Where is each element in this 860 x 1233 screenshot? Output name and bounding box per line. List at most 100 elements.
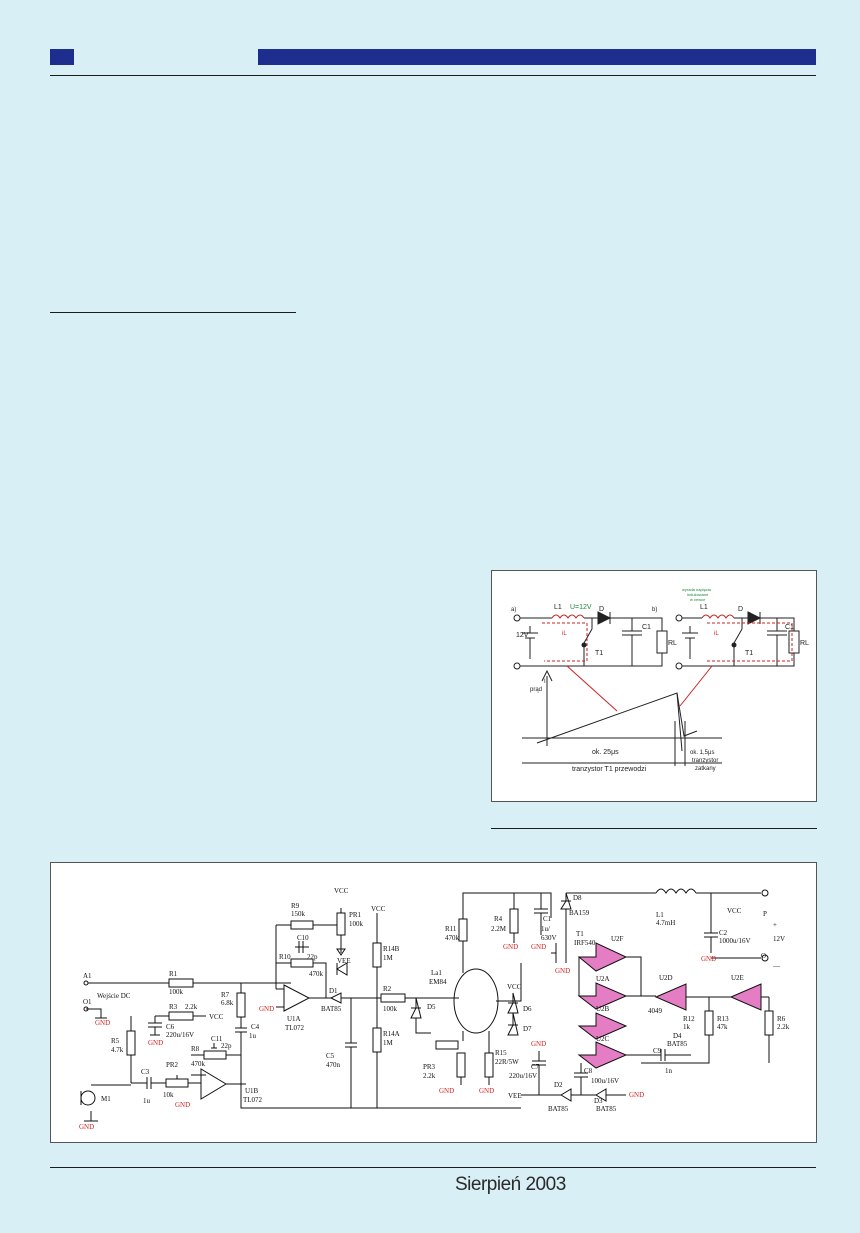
lbl-plus: + [773, 921, 777, 929]
lbl-minus: — [772, 962, 781, 970]
lbl-vcc-3: VCC [371, 905, 386, 913]
lbl-c5-val: 470n [326, 1061, 341, 1069]
lbl-r14a: R14A [383, 1030, 400, 1038]
lbl-d8-val: BA159 [569, 909, 590, 917]
lbl-r1: R1 [169, 970, 178, 978]
lbl-c3-val: 1u [143, 1097, 151, 1105]
fig1-panel-a: a) [511, 607, 516, 613]
lbl-r6: R6 [777, 1015, 786, 1023]
lbl-pr3: PR3 [423, 1063, 436, 1071]
lbl-la1-type: EM84 [429, 978, 447, 986]
lbl-r3: R3 [169, 1003, 178, 1011]
lbl-vee-1: VEE [337, 957, 351, 965]
lbl-c1-val1: 1u/ [541, 925, 550, 933]
lbl-c6-val: 220u/16V [166, 1031, 194, 1039]
fig1-current-b: iL [714, 631, 719, 637]
lbl-o1: O1 [83, 998, 92, 1006]
lbl-vee-2: VEE [508, 1092, 522, 1100]
lbl-gnd-2: GND [148, 1039, 163, 1047]
lbl-la1: La1 [431, 969, 442, 977]
lbl-c9: C9 [653, 1047, 662, 1055]
lbl-m1: M1 [101, 1095, 111, 1103]
lbl-r9: R9 [291, 902, 300, 910]
fig1-current: iL [562, 631, 567, 637]
lbl-gnd-11: GND [701, 955, 716, 963]
lbl-u1b: U1B [245, 1087, 259, 1095]
header-bar-right [258, 49, 816, 65]
lbl-u2a: U2A [596, 975, 610, 983]
lbl-12v: 12V [773, 935, 785, 943]
figure-schematic: A1 O1 Wejście DC R1 100k R3 2.2k VCC R5 … [50, 862, 817, 1143]
lbl-r14b: R14B [383, 945, 400, 953]
lbl-l1-val: 4.7mH [656, 919, 675, 927]
lbl-gnd-10: GND [555, 967, 570, 975]
lbl-r2-val: 100k [383, 1005, 398, 1013]
lbl-c7-val: 220u/16V [509, 1072, 537, 1080]
lbl-vcc-4: VCC [507, 983, 522, 991]
lbl-r5-val: 4.7k [111, 1046, 124, 1054]
lbl-d3-val: BAT85 [596, 1105, 617, 1113]
lbl-wejscie: Wejście DC [97, 992, 131, 1000]
lbl-c5: C5 [326, 1052, 335, 1060]
lbl-d6: D6 [523, 1005, 532, 1013]
fig1-time-on: ok. 25μs [592, 749, 619, 756]
lbl-c8: C8 [584, 1067, 593, 1075]
lbl-c1: C1 [543, 915, 552, 923]
lbl-c4: C4 [251, 1023, 260, 1031]
fig1-induced-1: wyrada napięcia [682, 587, 712, 592]
fig1-source: 12V [516, 632, 529, 639]
lbl-l1: L1 [656, 911, 664, 919]
lbl-c10: C10 [297, 934, 309, 942]
lbl-gnd-1: GND [95, 1019, 110, 1027]
lbl-d8: D8 [573, 894, 582, 902]
fig1-l1-label-b: L1 [700, 604, 708, 611]
lbl-r13-val: 47k [717, 1023, 728, 1031]
lbl-u1a: U1A [287, 1015, 301, 1023]
lbl-pr1: PR1 [349, 911, 362, 919]
lbl-r8: R8 [191, 1045, 200, 1053]
lbl-gnd-5: GND [259, 1005, 274, 1013]
lbl-r9-val: 150k [291, 910, 306, 918]
lbl-c2: C2 [719, 929, 728, 937]
lbl-pr3-val: 2.2k [423, 1072, 436, 1080]
lbl-u2c: U2C [596, 1035, 610, 1043]
lbl-gnd-13: GND [629, 1091, 644, 1099]
lbl-c11-val: 22p [221, 1042, 232, 1050]
fig1-state-off-1: tranzystor [692, 758, 718, 764]
lbl-r11: R11 [445, 925, 457, 933]
fig1-diode-b: D [738, 606, 743, 613]
lbl-u2d: U2D [659, 974, 673, 982]
lbl-gnd-12: GND [531, 1040, 546, 1048]
lbl-r4: R4 [494, 915, 503, 923]
lbl-r13: R13 [717, 1015, 729, 1023]
lbl-r2: R2 [383, 985, 392, 993]
fig1-load-b: RL [800, 640, 809, 647]
lbl-r10-val: 470k [309, 970, 324, 978]
lbl-r8-val: 470k [191, 1060, 206, 1068]
figure-boost-principle: a) b) L1 U=12V L1 wyrada napięcia induko… [491, 570, 817, 802]
lbl-t1-type: IRF540 [574, 939, 596, 947]
lbl-u1b-type: TL072 [243, 1096, 263, 1104]
fig1-cap: C1 [642, 624, 651, 631]
lbl-c1-val2: 630V [541, 934, 557, 942]
lbl-r12-val: 1k [683, 1023, 691, 1031]
lbl-c11: C11 [211, 1035, 223, 1043]
fig1-load: RL [668, 640, 677, 647]
top-rule [50, 75, 816, 76]
lbl-vcc-1: VCC [209, 1013, 224, 1021]
fig1-state-off-2: zatkany [695, 766, 716, 772]
lbl-r11-val: 470k [445, 934, 460, 942]
lbl-r5: R5 [111, 1037, 120, 1045]
lbl-t1: T1 [576, 930, 584, 938]
lbl-d7: D7 [523, 1025, 532, 1033]
lbl-gnd-9: GND [531, 943, 546, 951]
section-rule [50, 312, 296, 313]
lbl-r6-val: 2.2k [777, 1023, 790, 1031]
lbl-4049: 4049 [648, 1007, 663, 1015]
lbl-r15-val: 22R/5W [495, 1058, 519, 1066]
lbl-u2b: U2B [596, 1005, 610, 1013]
lbl-r7: R7 [221, 991, 230, 999]
lbl-u2e: U2E [731, 974, 744, 982]
header-bar-left [50, 49, 74, 65]
fig1-voltage: U=12V [570, 604, 592, 611]
